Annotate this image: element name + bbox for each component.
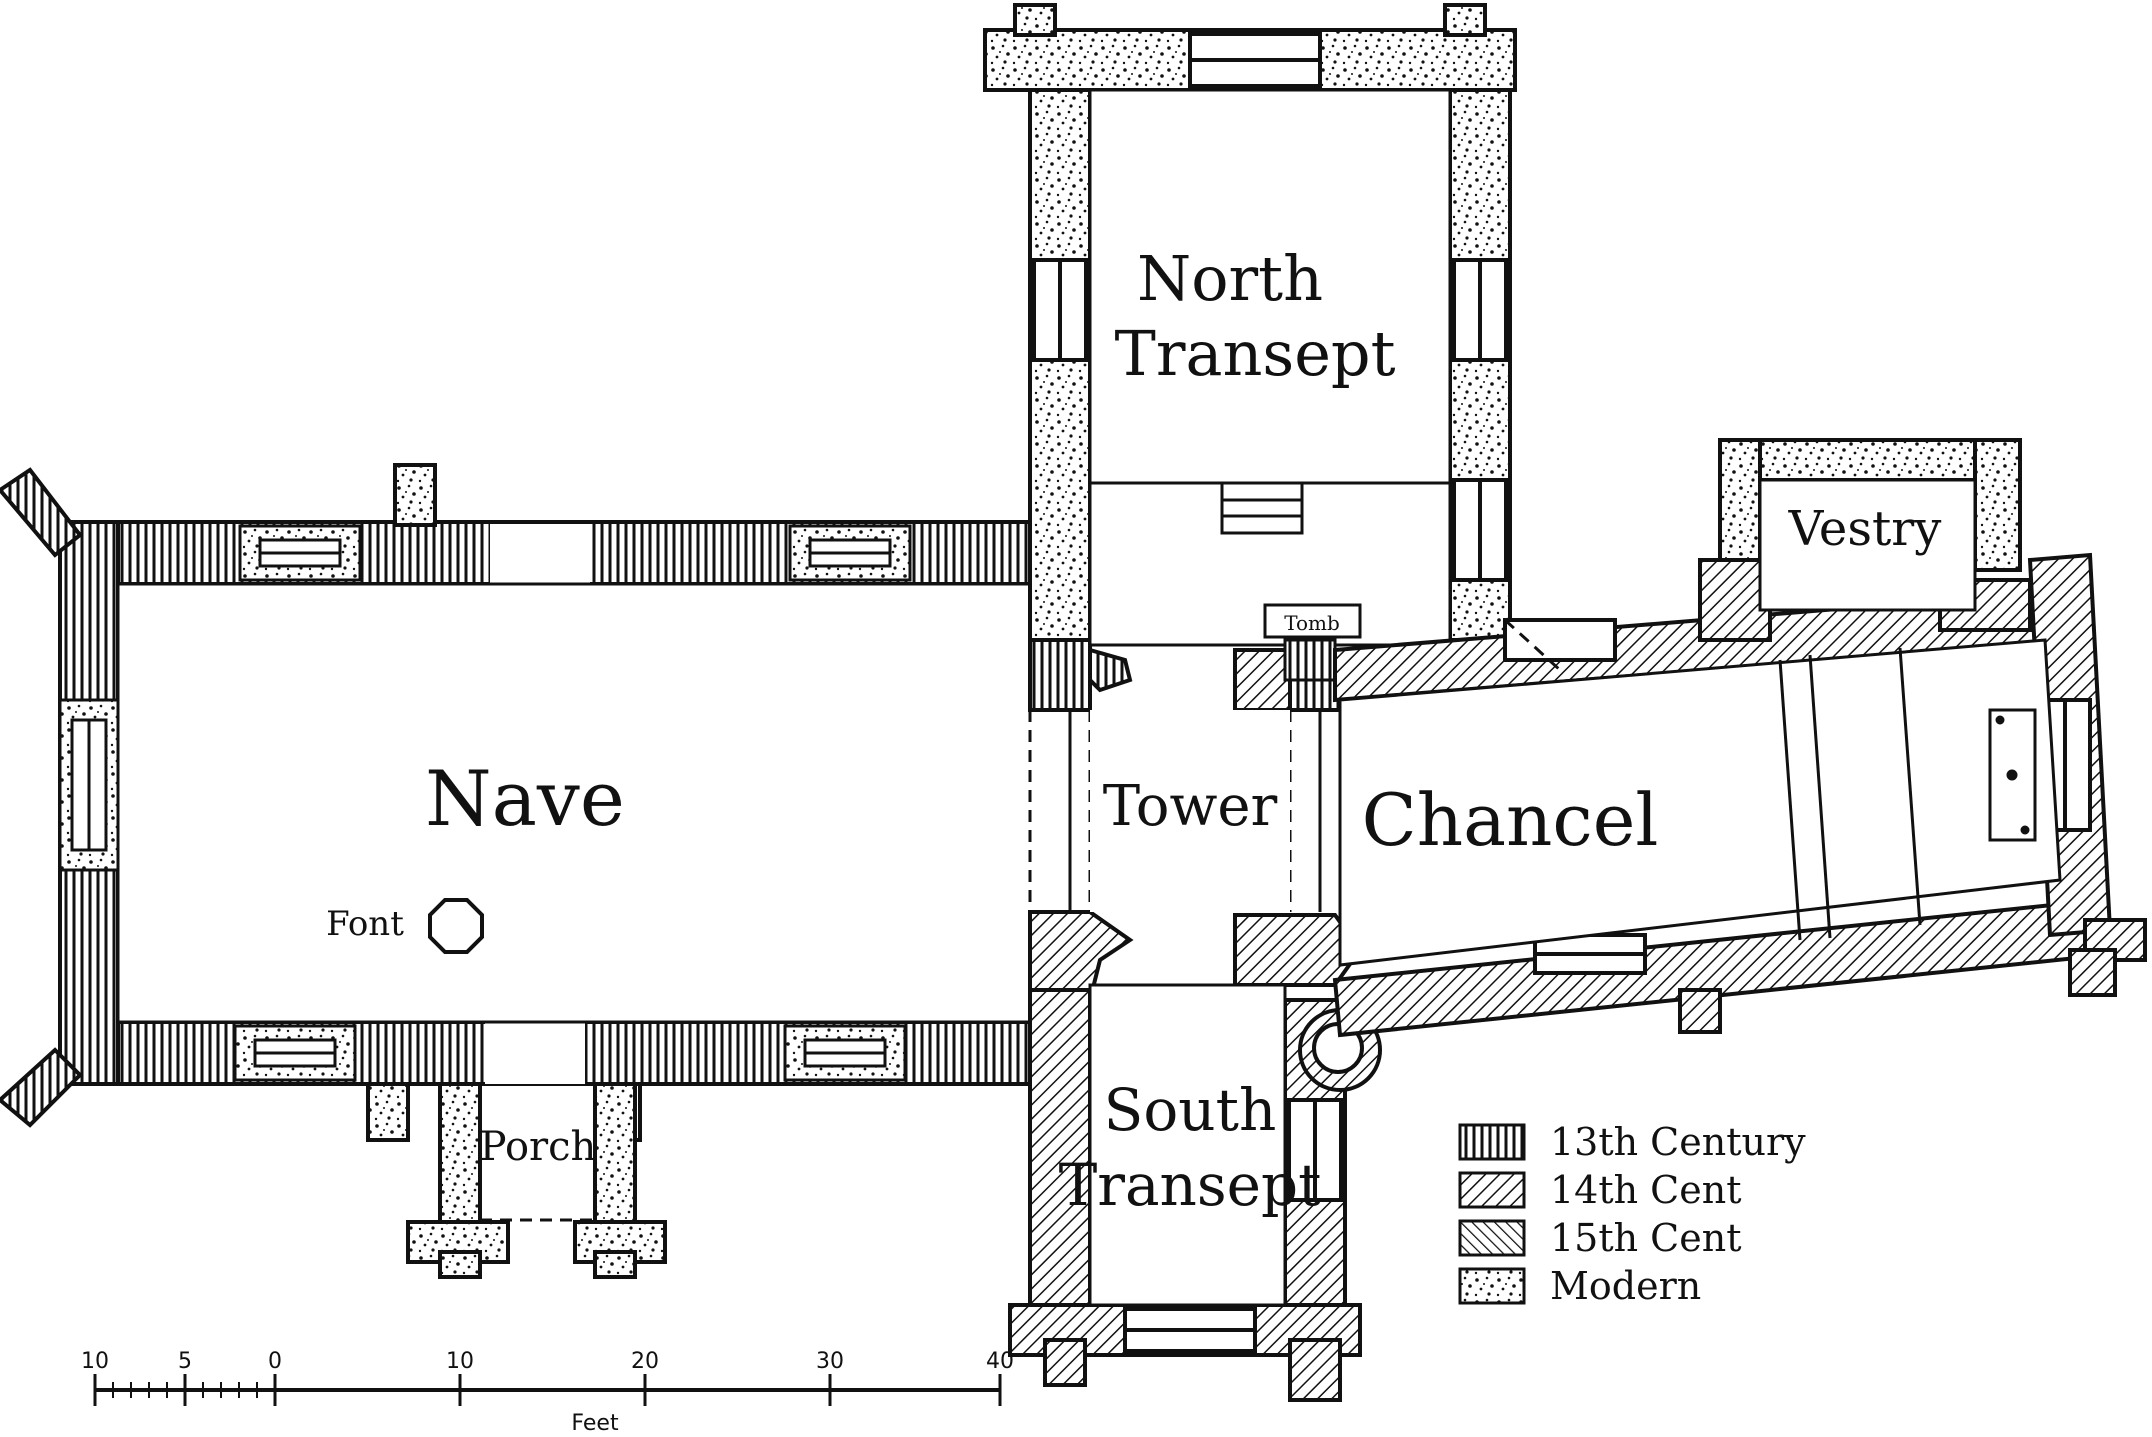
scale-tick-label-6: 40 — [986, 1349, 1014, 1374]
nave-label: Nave — [425, 754, 625, 843]
legend-label-2: 15th Cent — [1550, 1216, 1741, 1260]
nave-windows — [58, 524, 912, 1084]
font-octagon — [428, 898, 484, 954]
scale-tick-label-4: 20 — [631, 1349, 659, 1374]
legend-label-0: 13th Century — [1550, 1120, 1806, 1164]
north-transept-label-line2: Transept — [1115, 317, 1396, 390]
north-transept-steps — [1220, 481, 1304, 535]
legend-label-3: Modern — [1550, 1264, 1701, 1308]
vestry-label: Vestry — [1788, 501, 1942, 557]
south-transept-label-line2: Transept — [1059, 1151, 1322, 1219]
south-transept-interior — [1088, 983, 1287, 1307]
tower-label: Tower — [1103, 774, 1278, 839]
nave-interior — [116, 582, 1072, 1024]
north-transept-label-line1: North — [1137, 242, 1323, 315]
north-transept-walls — [983, 3, 1517, 642]
legend-swatch-1 — [1458, 1171, 1526, 1209]
scale-unit-label: Feet — [571, 1411, 619, 1436]
chancel-label: Chancel — [1362, 778, 1659, 862]
tomb-label: Tomb — [1284, 611, 1340, 635]
porch-walls — [406, 1082, 667, 1279]
south-transept-label-line1: South — [1104, 1076, 1277, 1144]
chancel-steps — [1778, 647, 2037, 941]
legend-label-1: 14th Cent — [1550, 1168, 1741, 1212]
porch-label: Porch — [480, 1124, 597, 1170]
scale-tick-label-0: 10 — [81, 1349, 109, 1374]
tomb-box — [1263, 603, 1362, 682]
tower-interior — [1090, 710, 1290, 912]
scale-tick-label-2: 0 — [268, 1349, 282, 1374]
scale-tick-label-3: 10 — [446, 1349, 474, 1374]
legend-swatch-2 — [1458, 1219, 1526, 1257]
font-label: Font — [326, 904, 404, 944]
vestry-walls — [1698, 438, 2032, 642]
vestry-interior — [1758, 478, 1977, 612]
legend-swatch-3 — [1458, 1267, 1526, 1305]
scale-tick-label-1: 5 — [178, 1349, 192, 1374]
scale-tick-label-5: 30 — [816, 1349, 844, 1374]
legend-swatch-0 — [1458, 1123, 1526, 1161]
north-transept-interior — [1088, 88, 1452, 647]
